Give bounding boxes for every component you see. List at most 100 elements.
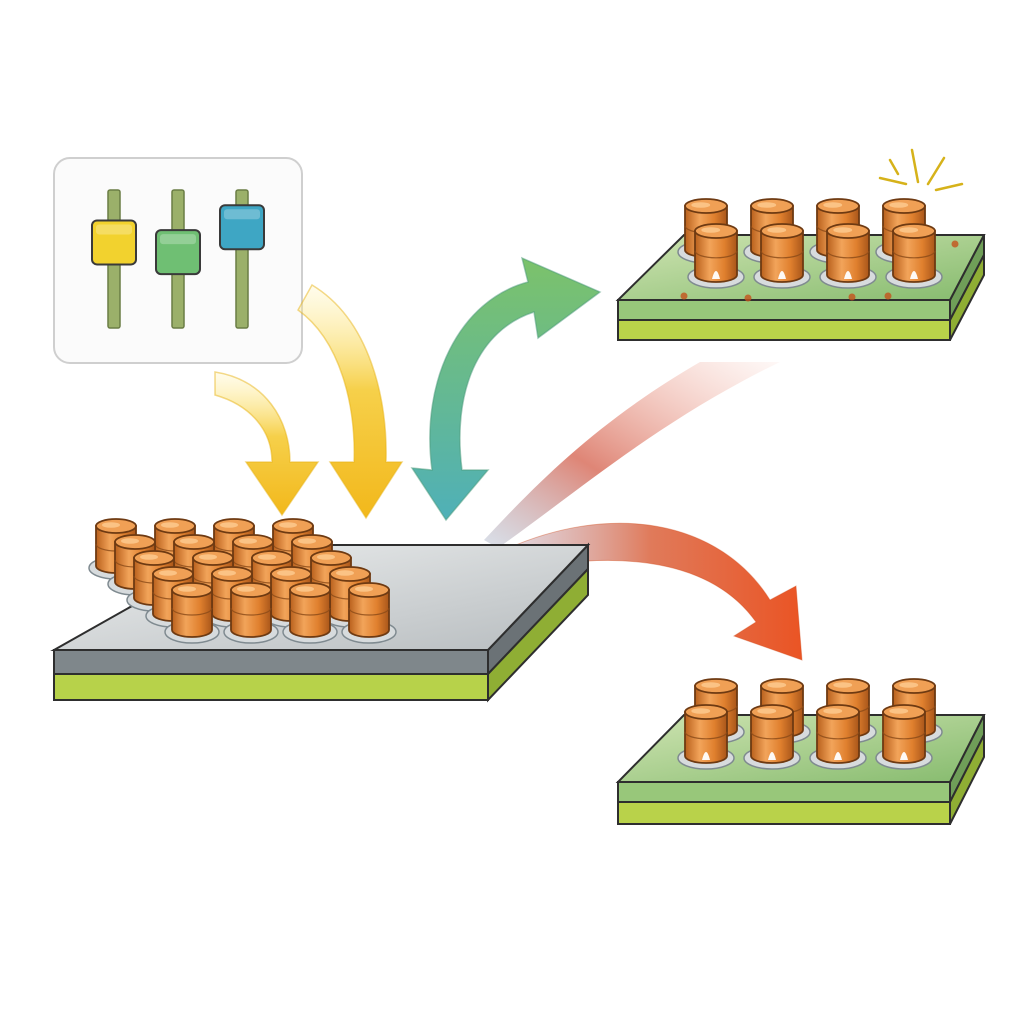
corrosion-speck — [680, 292, 688, 300]
pillar-band — [171, 607, 213, 616]
pillar-cap-shine — [298, 538, 316, 544]
pillar-glow — [834, 752, 842, 760]
board-layer-front — [53, 649, 489, 675]
source-board — [50, 518, 591, 703]
board-layer-side — [949, 734, 985, 825]
pillar-body — [826, 230, 870, 283]
pillar-cap-shine — [161, 522, 179, 528]
pillar-glow — [768, 752, 776, 760]
pillar-cap-shine — [296, 586, 314, 592]
copper-pillar — [743, 704, 801, 770]
pillar-body — [816, 711, 860, 764]
pillar-cap-shine — [121, 538, 139, 544]
slider-green-handle[interactable] — [155, 229, 201, 276]
pillar-cap-shine — [701, 227, 721, 233]
pillar-cap-shine — [258, 554, 276, 560]
slider-handle-shine — [224, 209, 260, 220]
bidirectional-arrow — [410, 256, 602, 522]
copper-pillar — [282, 582, 338, 644]
pillar-cap-shine — [833, 227, 853, 233]
pillar-glow — [702, 752, 710, 760]
corrosion-speck — [951, 240, 959, 248]
board-layer-front — [617, 299, 951, 321]
pillar-cap-shine — [757, 708, 777, 714]
pillar-cap-shine — [691, 708, 711, 714]
pillar-band — [882, 731, 926, 740]
pillar-cap-shine — [102, 522, 120, 528]
corrosion-speck — [744, 294, 752, 302]
slider-group — [91, 189, 265, 329]
pillar-cap-shine — [159, 570, 177, 576]
slider-handle-shine — [96, 224, 132, 235]
pillar-cap-shine — [199, 554, 217, 560]
slider-yellow-handle[interactable] — [91, 219, 137, 266]
pillar-body — [230, 589, 272, 638]
copper-pillar — [753, 223, 811, 289]
board-layer-side — [949, 254, 985, 341]
pillar-glow — [910, 271, 918, 279]
input-arrow-1 — [214, 371, 320, 517]
pillar-cap-shine — [239, 538, 257, 544]
pillar-cap-shine — [277, 570, 295, 576]
pillar-cap-shine — [140, 554, 158, 560]
pillar-cap-shine — [178, 586, 196, 592]
pillar-band — [348, 607, 390, 616]
slider-teal-handle[interactable] — [219, 204, 265, 251]
copper-pillar — [223, 582, 279, 644]
pillar-band — [750, 731, 794, 740]
pillar-cap-shine — [336, 570, 354, 576]
pillar-cap-shine — [899, 682, 919, 688]
pillar-cap-shine — [279, 522, 297, 528]
pillar-glow — [712, 271, 720, 279]
pillar-body — [289, 589, 331, 638]
control-panel — [53, 157, 303, 364]
copper-pillar — [885, 223, 943, 289]
pillar-band — [760, 250, 804, 259]
pillar-cap-shine — [355, 586, 373, 592]
pillar-cap-shine — [767, 227, 787, 233]
pillar-glow — [844, 271, 852, 279]
copper-pillar — [341, 582, 397, 644]
pillar-cap-shine — [823, 708, 843, 714]
pillar-body — [694, 230, 738, 283]
slider-handle-shine — [160, 234, 196, 245]
board-layer-front — [617, 781, 951, 803]
copper-pillar — [677, 704, 735, 770]
pillar-cap-shine — [823, 202, 843, 208]
pillar-cap-shine — [180, 538, 198, 544]
corrosion-speck — [848, 293, 856, 301]
pillar-body — [760, 230, 804, 283]
pillar-cap-shine — [767, 682, 787, 688]
corrosion-speck — [884, 292, 892, 300]
board-layer-side — [487, 566, 589, 703]
copper-pillar — [809, 704, 867, 770]
input-arrow-2 — [297, 283, 404, 520]
copper-pillar — [875, 704, 933, 770]
pillar-band — [826, 250, 870, 259]
board-layer-front — [617, 801, 951, 825]
copper-pillar — [687, 223, 745, 289]
pillar-glow — [778, 271, 786, 279]
pillar-band — [230, 607, 272, 616]
copper-pillar — [819, 223, 877, 289]
pillar-body — [171, 589, 213, 638]
pillar-cap-shine — [218, 570, 236, 576]
pillar-cap-shine — [220, 522, 238, 528]
pillar-cap-shine — [889, 202, 909, 208]
pillar-cap-shine — [889, 708, 909, 714]
pillar-body — [684, 711, 728, 764]
pillar-band — [289, 607, 331, 616]
pillar-band — [816, 731, 860, 740]
bottom-right-board — [615, 678, 986, 825]
pillar-cap-shine — [317, 554, 335, 560]
pillar-cap-shine — [757, 202, 777, 208]
pillar-cap-shine — [237, 586, 255, 592]
output-arrow-top — [484, 362, 780, 548]
pillar-cap-shine — [833, 682, 853, 688]
pillar-band — [684, 731, 728, 740]
pillar-cap-shine — [899, 227, 919, 233]
pillar-body — [750, 711, 794, 764]
pillar-glow — [900, 752, 908, 760]
